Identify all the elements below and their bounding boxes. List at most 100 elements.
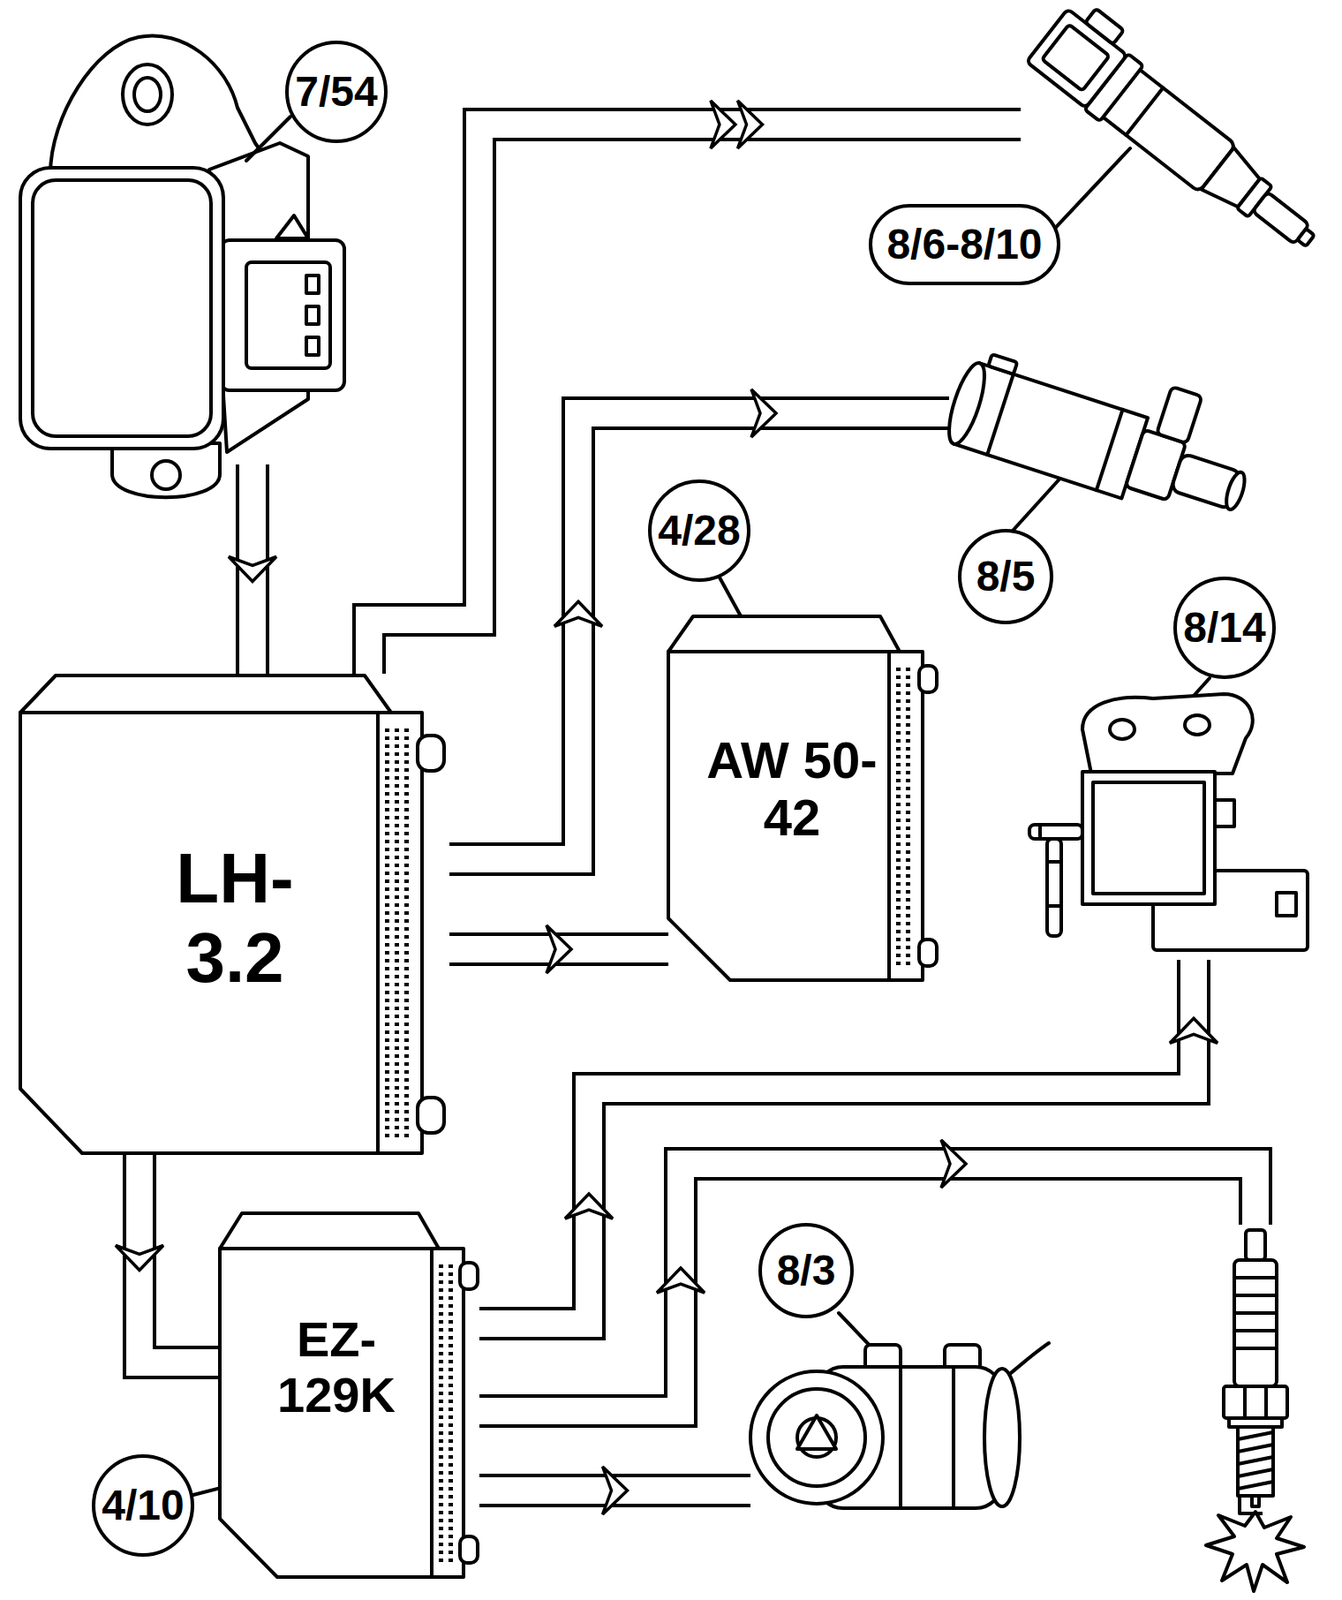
drawing-line — [905, 738, 911, 743]
drawing-line — [394, 942, 400, 947]
drawing-line — [246, 116, 291, 161]
drawing-line — [384, 784, 390, 788]
direction-chevron — [603, 1466, 628, 1515]
drawing-line — [1237, 1456, 1274, 1464]
drawing-line — [384, 982, 390, 987]
drawing-line — [404, 1014, 409, 1018]
drawing-line — [394, 815, 400, 820]
drawing-line — [896, 874, 901, 878]
drawing-line — [668, 616, 900, 652]
drawing-line — [404, 1085, 409, 1090]
drawing-line — [438, 1367, 444, 1372]
drawing-line — [404, 799, 409, 804]
drawing-line — [448, 1296, 453, 1300]
drawing-line — [896, 826, 901, 830]
drawing-line — [448, 1327, 453, 1332]
drawing-line — [438, 1558, 444, 1562]
drawing-line — [384, 934, 390, 939]
drawing-line — [1093, 782, 1205, 894]
drawing-line — [384, 990, 390, 995]
drawing-line — [896, 945, 901, 950]
drawing-line — [905, 699, 911, 703]
drawing-line — [404, 911, 409, 915]
drawing-line — [394, 1093, 400, 1098]
drawing-line — [404, 1101, 409, 1106]
drawing-line — [438, 1407, 444, 1411]
drawing-line — [1245, 1229, 1266, 1260]
drawing-line — [448, 1439, 453, 1443]
drawing-line — [896, 810, 901, 815]
drawing-line — [306, 337, 319, 355]
drawing-line — [404, 1078, 409, 1082]
drawing-line — [905, 826, 911, 830]
drawing-line — [384, 1078, 390, 1082]
drawing-line — [668, 651, 890, 981]
drawing-line — [448, 1407, 453, 1411]
drawing-line — [905, 683, 911, 687]
drawing-line — [448, 1335, 453, 1340]
drawing-line — [122, 64, 173, 125]
drawing-line — [438, 1319, 444, 1324]
drawing-line — [404, 1062, 409, 1066]
drawing-line — [384, 863, 390, 868]
drawing-line — [394, 895, 400, 899]
drawing-line — [417, 1097, 445, 1133]
drawing-line — [404, 1006, 409, 1011]
drawing-line — [896, 699, 901, 703]
drawing-line — [896, 818, 901, 822]
drawing-line — [394, 807, 400, 812]
drawing-line — [438, 1359, 444, 1364]
drawing-line — [896, 723, 901, 727]
drawing-line — [404, 1038, 409, 1042]
drawing-line — [448, 1304, 453, 1308]
drawing-line — [448, 1375, 453, 1380]
drawing-line — [1047, 838, 1062, 936]
drawing-line — [919, 939, 937, 966]
drawing-line — [438, 1391, 444, 1395]
direction-chevron — [941, 1139, 966, 1188]
drawing-line — [1085, 8, 1124, 45]
drawing-line — [448, 1311, 453, 1316]
drawing-line — [905, 731, 911, 735]
drawing-line — [898, 1366, 903, 1508]
drawing-line — [1223, 1386, 1288, 1418]
drawing-line — [1026, 8, 1128, 108]
part-illustration — [750, 1326, 1051, 1531]
unit-label: LH- 3.2 — [153, 836, 317, 999]
drawing-line — [394, 768, 400, 772]
drawing-line — [905, 842, 911, 846]
drawing-line — [438, 1478, 444, 1483]
drawing-line — [438, 1399, 444, 1403]
drawing-line — [448, 1367, 453, 1372]
drawing-line — [905, 770, 911, 775]
drawing-line — [1156, 386, 1203, 444]
drawing-line — [394, 1014, 400, 1018]
drawing-line — [438, 1455, 444, 1459]
drawing-line — [896, 675, 901, 679]
signal-arrow — [369, 100, 1021, 674]
direction-chevron — [1169, 1017, 1218, 1043]
drawing-line — [394, 847, 400, 852]
drawing-line — [905, 802, 911, 807]
idle-speed-valve: 8/5 — [949, 341, 1272, 542]
drawing-line — [404, 847, 409, 852]
drawing-line — [394, 934, 400, 939]
drawing-line — [1047, 148, 1131, 237]
drawing-line — [394, 903, 400, 907]
drawing-line — [404, 1022, 409, 1026]
drawing-line — [1243, 1386, 1247, 1418]
drawing-line — [394, 958, 400, 963]
drawing-line — [404, 736, 409, 740]
drawing-line — [448, 1526, 453, 1531]
drawing-line — [905, 746, 911, 751]
drawing-line — [404, 760, 409, 764]
drawing-line — [384, 815, 390, 820]
drawing-line — [384, 1046, 390, 1050]
drawing-line — [1082, 771, 1215, 905]
drawing-line — [889, 651, 923, 981]
drawing-line — [404, 1133, 409, 1138]
drawing-line — [404, 855, 409, 860]
drawing-line — [896, 921, 901, 926]
drawing-line — [404, 1046, 409, 1050]
drawing-line — [459, 1262, 478, 1290]
